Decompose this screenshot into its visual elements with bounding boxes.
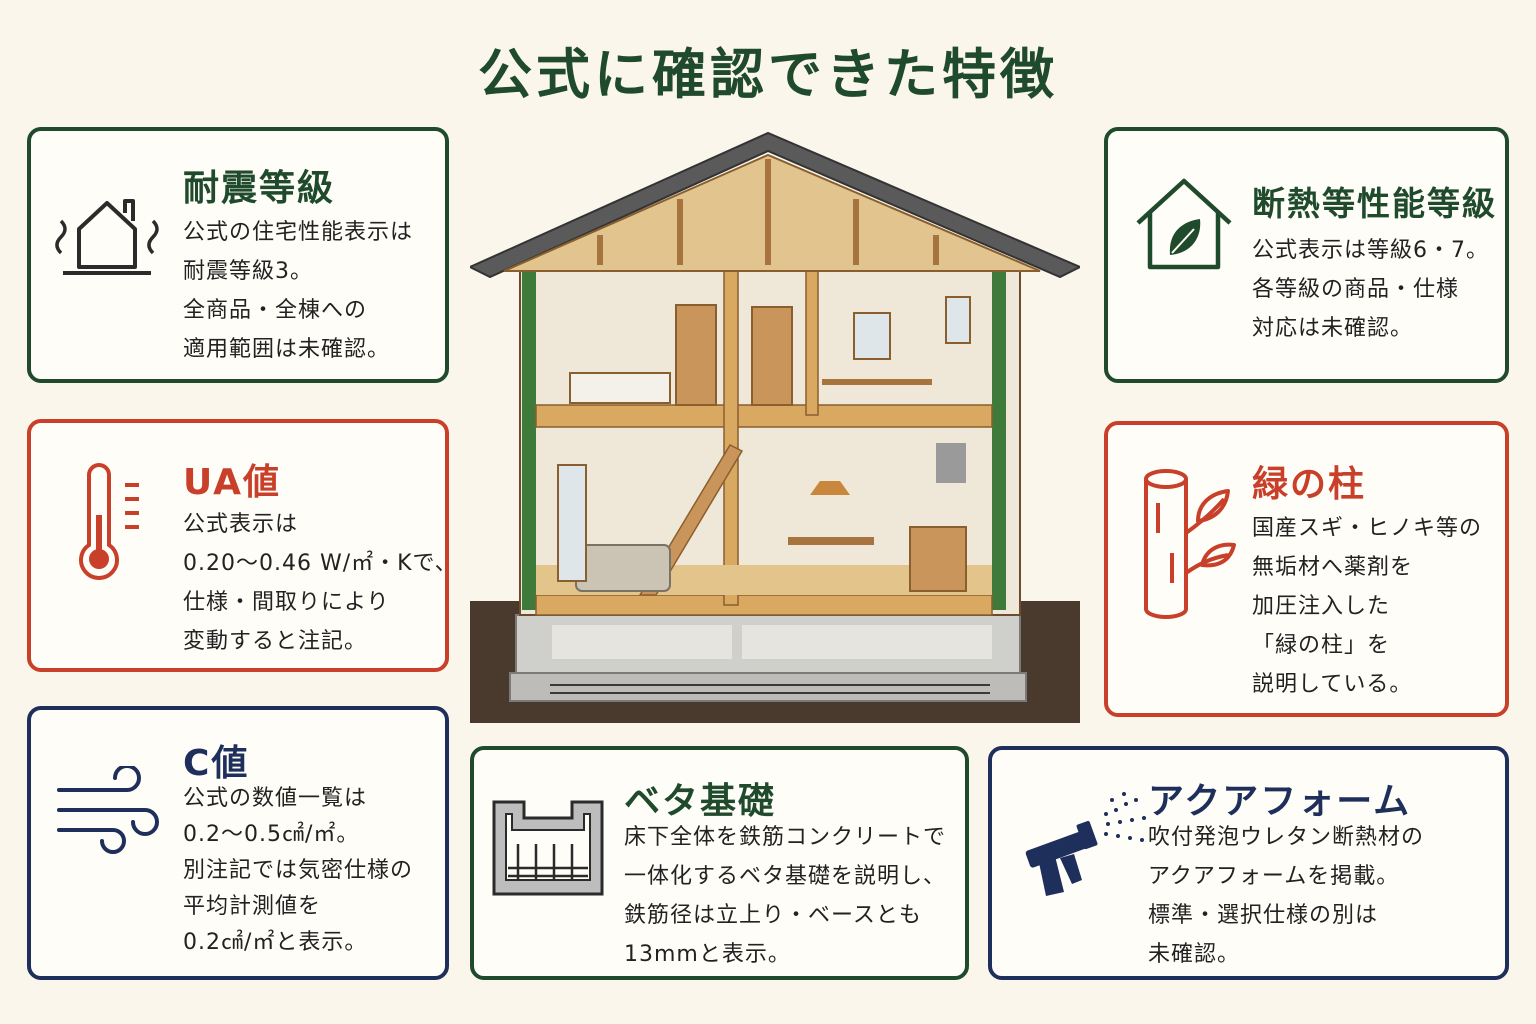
card-line: 吹付発泡ウレタン断熱材の [1148, 825, 1425, 850]
card-heading: C値 [183, 743, 250, 784]
card-heading: 断熱等性能等級 [1252, 184, 1497, 223]
card-body: 吹付発泡ウレタン断熱材の アクアフォームを掲載。 標準・選択仕様の別は 未確認。 [1148, 818, 1424, 974]
spray-gun-icon [1025, 792, 1146, 896]
door [751, 306, 793, 406]
card-line: 無垢材へ薬剤を [1252, 555, 1414, 580]
card-line: 未確認。 [1148, 942, 1241, 967]
window [853, 312, 891, 360]
eco-house-leaf-icon [1136, 178, 1232, 270]
card-line: 0.2〜0.5㎠/㎡。 [183, 822, 360, 847]
card-line: 国産スギ・ヒノキ等の [1252, 516, 1483, 541]
glass-door [557, 464, 587, 582]
card-heading: 緑の柱 [1252, 464, 1367, 505]
door [675, 304, 717, 406]
card-heading: アクアフォーム [1148, 781, 1412, 822]
card-body: 床下全体を鉄筋コンクリートで 一体化するベタ基礎を説明し、 鉄筋径は立上り・ベー… [624, 818, 946, 974]
sofa [575, 544, 671, 592]
page-title: 公式に確認できた特徴 [478, 43, 1058, 106]
card-body: 公式の数値一覧は 0.2〜0.5㎠/㎡。 別注記では気密仕様の 平均計測値を 0… [183, 781, 413, 961]
card-line: 鉄筋径は立上り・ベースとも [624, 903, 922, 928]
card-line: 各等級の商品・仕様 [1252, 277, 1460, 302]
card-mat-foundation: ベタ基礎 床下全体を鉄筋コンクリートで 一体化するベタ基礎を説明し、 鉄筋径は立… [470, 746, 969, 980]
log-with-leaves-icon [1144, 469, 1236, 619]
card-body: 公式の住宅性能表示は 耐震等級3。 全商品・全棟への 適用範囲は未確認。 [183, 213, 413, 369]
house-cutaway-illustration [470, 131, 1080, 723]
thermometer-icon [79, 463, 139, 580]
card-line: 0.2㎠/㎡と表示。 [183, 930, 368, 955]
card-seismic-grade: 耐震等級 公式の住宅性能表示は 耐震等級3。 全商品・全棟への 適用範囲は未確認… [27, 127, 449, 383]
card-body: 公式表示は 0.20〜0.46 W/㎡・Kで、 仕様・間取りにより 変動すると注… [183, 505, 458, 661]
wind-icon [57, 766, 159, 854]
foundation-rebar-icon [492, 800, 604, 896]
card-line: 対応は未確認。 [1252, 316, 1414, 341]
card-line: 説明している。 [1252, 672, 1413, 697]
card-line: 「緑の柱」を [1252, 633, 1391, 658]
card-line: 別注記では気密仕様の [183, 858, 414, 883]
card-line: 床下全体を鉄筋コンクリートで [624, 825, 947, 850]
card-aqua-foam: アクアフォーム 吹付発泡ウレタン断熱材の アクアフォームを掲載。 標準・選択仕様… [988, 746, 1509, 980]
window [945, 296, 971, 344]
card-line: 一体化するベタ基礎を説明し、 [624, 864, 947, 889]
card-body: 公式表示は等級6・7。 各等級の商品・仕様 対応は未確認。 [1252, 231, 1489, 348]
card-body: 国産スギ・ヒノキ等の 無垢材へ薬剤を 加圧注入した 「緑の柱」を 説明している。 [1252, 509, 1482, 704]
card-line: 公式の数値一覧は [183, 786, 368, 811]
green-pillar-right [992, 270, 1006, 610]
range-hood [936, 443, 966, 483]
card-line: 全商品・全棟への [183, 298, 368, 323]
card-green-pillar: 緑の柱 国産スギ・ヒノキ等の 無垢材へ薬剤を 加圧注入した 「緑の柱」を 説明し… [1104, 421, 1509, 717]
card-c-value: C値 公式の数値一覧は 0.2〜0.5㎠/㎡。 別注記では気密仕様の 平均計測値… [27, 706, 449, 980]
card-line: 耐震等級3。 [183, 259, 313, 284]
pendant-lamp [810, 481, 850, 495]
card-line: 0.20〜0.46 W/㎡・Kで、 [183, 551, 458, 576]
card-line: 公式表示は等級6・7。 [1252, 238, 1489, 263]
kitchen [909, 526, 967, 592]
dining-table [788, 537, 874, 545]
card-line: 変動すると注記。 [183, 629, 368, 654]
card-line: 適用範囲は未確認。 [183, 337, 391, 362]
card-line: 公式表示は [183, 512, 299, 537]
card-line: 仕様・間取りにより [183, 590, 390, 615]
card-line: アクアフォームを掲載。 [1148, 864, 1400, 889]
green-pillar-left [522, 270, 536, 610]
card-line: 標準・選択仕様の別は [1148, 903, 1379, 928]
card-ua-value: UA値 公式表示は 0.20〜0.46 W/㎡・Kで、 仕様・間取りにより 変動… [27, 419, 457, 672]
card-heading: 耐震等級 [183, 168, 336, 209]
shaking-house-icon [55, 199, 159, 275]
bed [569, 372, 671, 404]
card-line: 平均計測値を [183, 894, 322, 919]
card-line: 加圧注入した [1252, 594, 1391, 619]
desk [822, 379, 932, 385]
card-line: 13mmと表示。 [624, 942, 791, 967]
card-insulation-grade: 断熱等性能等級 公式表示は等級6・7。 各等級の商品・仕様 対応は未確認。 [1104, 127, 1509, 383]
card-line: 公式の住宅性能表示は [183, 220, 414, 245]
card-heading: ベタ基礎 [624, 781, 777, 822]
roof [470, 131, 1080, 279]
card-heading: UA値 [183, 462, 281, 503]
